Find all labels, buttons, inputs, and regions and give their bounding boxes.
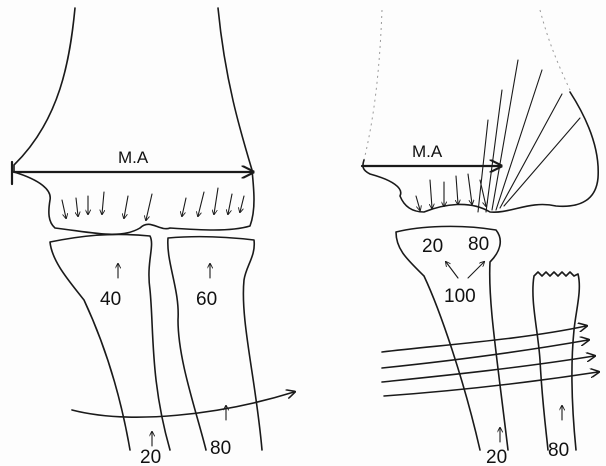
left-rotation-arrow	[72, 392, 294, 417]
right-figure: M.A 20 80 100	[362, 10, 598, 466]
left-ulna	[168, 237, 262, 450]
right-radial-arrow-b	[468, 262, 484, 278]
left-figure: M.A 40 60 20 80	[12, 8, 294, 466]
left-ulna-shaft-force-label: 80	[210, 438, 231, 459]
left-humerus	[14, 8, 254, 234]
right-rotation-arrows	[382, 326, 598, 396]
right-muscle-force-lines	[478, 60, 580, 212]
left-moment-arm-label: M.A	[118, 148, 149, 167]
right-radius-shaft-force-label: 20	[486, 447, 507, 466]
right-humerus-faint	[364, 10, 570, 160]
right-moment-arm-label: M.A	[412, 142, 443, 161]
right-radial-head-force-b: 80	[468, 234, 489, 255]
left-radius-shaft-force-label: 20	[140, 447, 161, 466]
right-radial-arrow-a	[446, 262, 458, 278]
right-humerus	[363, 92, 598, 212]
right-radial-head-total: 100	[444, 286, 476, 307]
right-ulna-shaft-force-label: 80	[548, 440, 569, 461]
right-radius	[396, 226, 508, 450]
left-joint-force-arrows	[62, 188, 244, 220]
left-radius-force-label: 40	[100, 289, 121, 310]
right-radial-head-force-a: 20	[422, 236, 443, 257]
left-ulna-force-label: 60	[196, 289, 217, 310]
